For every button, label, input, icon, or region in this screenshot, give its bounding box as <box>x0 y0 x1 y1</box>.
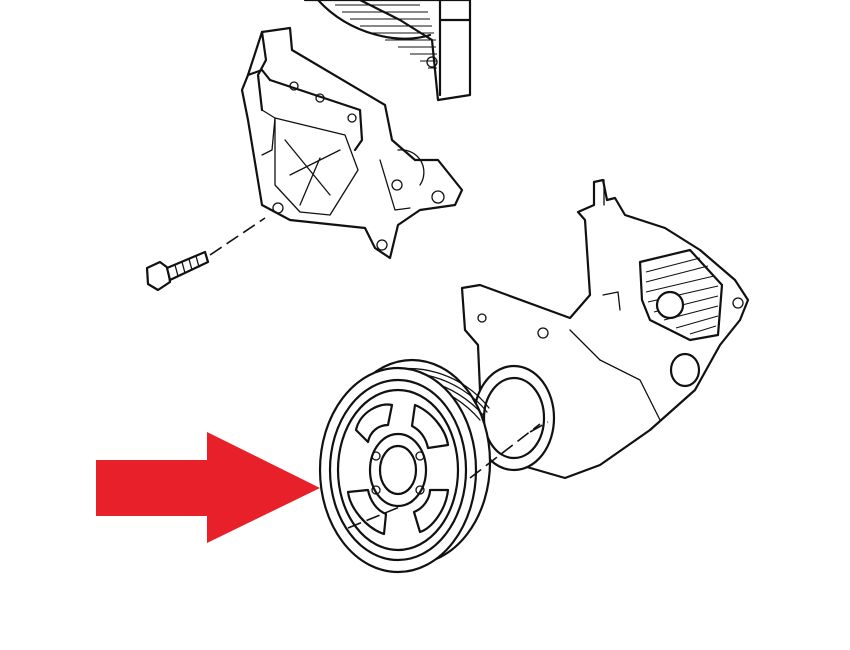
lower-timing-cover <box>460 178 750 480</box>
red-arrow-icon <box>96 432 320 543</box>
upper-timing-cover <box>303 0 472 102</box>
crankshaft-pulley <box>318 358 541 574</box>
mounting-bolt <box>145 217 266 292</box>
engine-mount-bracket <box>240 26 464 260</box>
